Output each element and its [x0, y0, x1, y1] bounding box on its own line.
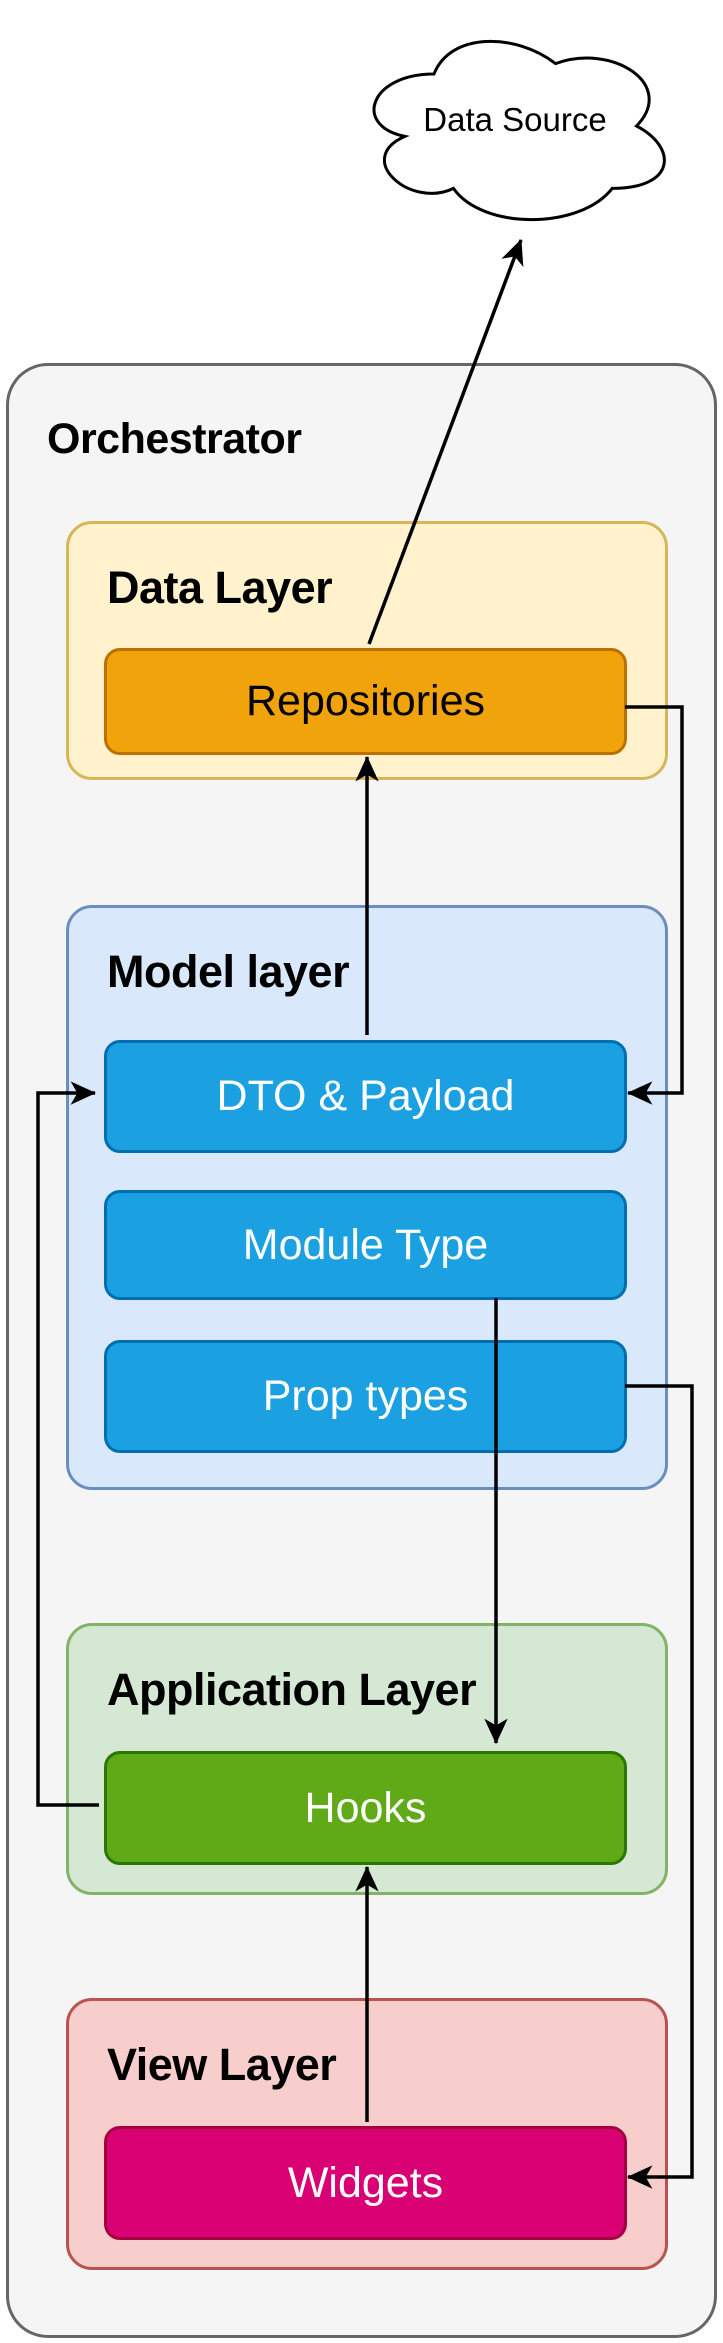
node-prop-types: Prop types	[104, 1340, 627, 1453]
node-dto-payload: DTO & Payload	[104, 1040, 627, 1153]
data-source-cloud-label: Data Source	[423, 101, 607, 138]
node-repositories: Repositories	[104, 648, 627, 755]
orchestrator-container: Orchestrator Data Layer Repositories Mod…	[6, 363, 717, 2338]
node-widgets-label: Widgets	[287, 2158, 444, 2207]
node-prop-types-label: Prop types	[262, 1372, 469, 1420]
node-hooks-label: Hooks	[304, 1783, 427, 1832]
node-module-type-label: Module Type	[242, 1220, 489, 1269]
layer-application: Application Layer Hooks	[66, 1623, 668, 1895]
node-module-type: Module Type	[104, 1190, 627, 1300]
layer-view: View Layer Widgets	[66, 1998, 668, 2270]
layer-model-title: Model layer	[107, 946, 350, 997]
layer-application-title: Application Layer	[107, 1664, 477, 1715]
node-dto-payload-label: DTO & Payload	[216, 1072, 515, 1120]
layer-view-title: View Layer	[107, 2039, 337, 2090]
layer-data: Data Layer Repositories	[66, 521, 668, 780]
node-widgets: Widgets	[104, 2126, 627, 2240]
node-hooks: Hooks	[104, 1751, 627, 1865]
layer-model: Model layer DTO & Payload Module Type Pr…	[66, 905, 668, 1490]
layer-data-title: Data Layer	[107, 562, 333, 613]
orchestrator-title: Orchestrator	[47, 415, 302, 463]
node-repositories-label: Repositories	[246, 677, 485, 725]
